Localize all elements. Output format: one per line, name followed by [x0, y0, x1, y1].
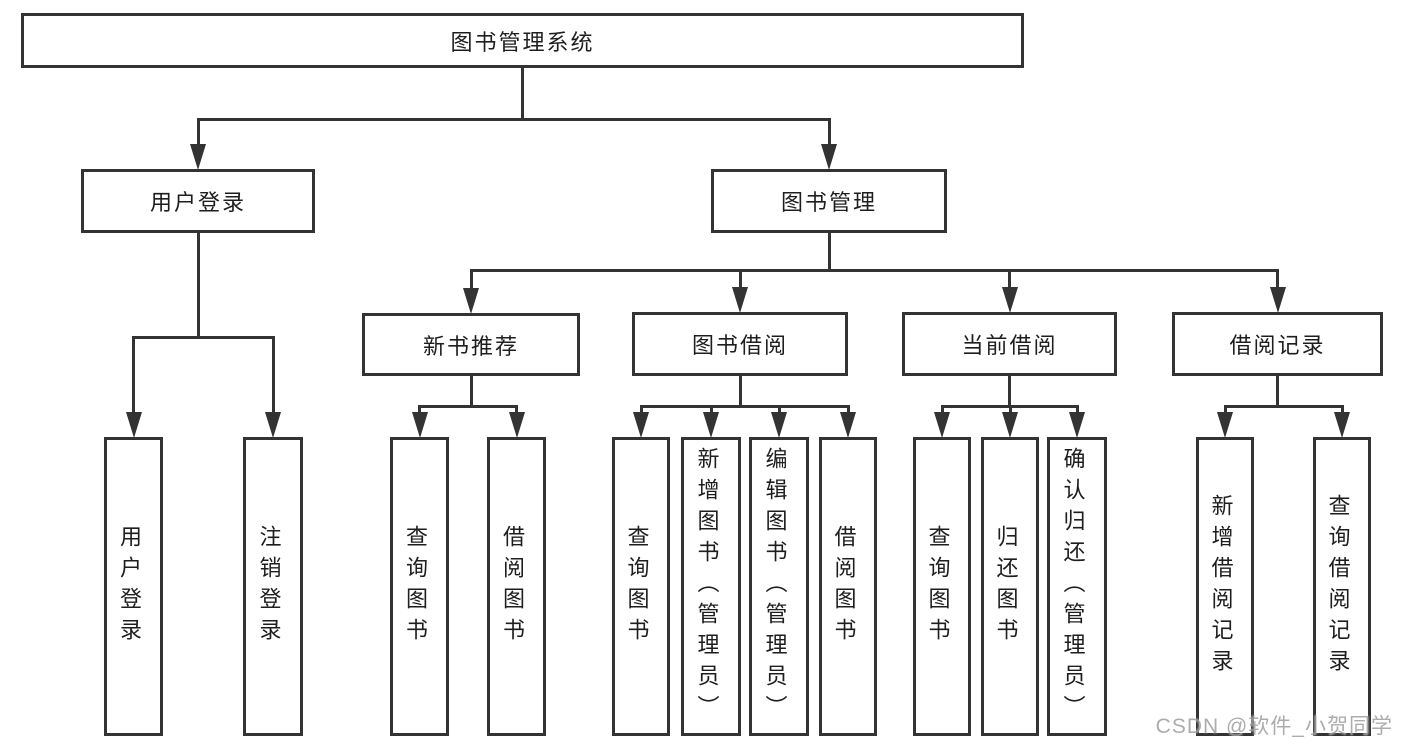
node-login-op: 用户登录: [104, 437, 163, 736]
connector-drop: [709, 406, 713, 415]
node-label-root: 图书管理系统: [450, 29, 595, 55]
connector-drop: [1276, 270, 1279, 290]
node-br-query: 查询借阅记录: [1313, 437, 1371, 736]
connector-arrowhead: [732, 287, 748, 313]
node-book-mgmt: 图书管理: [711, 169, 947, 233]
connector-drop: [515, 406, 518, 415]
node-bb-edit: 编辑图书（管理员）: [749, 437, 809, 736]
node-label-login-op: 用户登录: [117, 524, 142, 649]
node-root: 图书管理系统: [21, 13, 1024, 68]
connector-bus: [469, 268, 1279, 272]
node-bb-add: 新增图书（管理员）: [681, 437, 741, 736]
node-logout-op: 注销登录: [243, 437, 303, 736]
connector-drop: [1008, 406, 1012, 415]
connector-drop: [1008, 270, 1011, 290]
node-label-borrow-records: 借阅记录: [1229, 333, 1326, 358]
connector-arrowhead: [1217, 412, 1233, 438]
connector-drop: [639, 406, 643, 415]
connector-arrowhead: [771, 412, 787, 438]
node-user-login: 用户登录: [81, 169, 315, 233]
connector-bus: [1223, 404, 1344, 408]
connector-stem: [738, 376, 742, 406]
node-label-book-mgmt: 图书管理: [780, 190, 877, 215]
node-label-bb-borrow: 借阅图书: [831, 524, 857, 649]
connector-drop: [132, 337, 135, 415]
node-nb-query: 查询图书: [390, 437, 449, 736]
node-label-bb-add: 新增图书（管理员）: [694, 447, 720, 726]
connector-arrowhead: [463, 288, 479, 314]
node-label-bb-query: 查询图书: [624, 524, 650, 649]
connector-bus: [196, 117, 831, 121]
connector-stem: [1008, 376, 1011, 406]
connector-drop: [1340, 406, 1344, 415]
connector-stem: [1276, 376, 1279, 406]
node-label-cb-confirm: 确认归还（管理员）: [1060, 447, 1086, 726]
connector-arrowhead: [821, 144, 837, 170]
node-nb-borrow: 借阅图书: [487, 437, 546, 736]
node-cb-query: 查询图书: [913, 437, 971, 736]
connector-drop: [940, 406, 944, 415]
node-bb-query: 查询图书: [612, 437, 670, 736]
connector-arrowhead: [840, 412, 856, 438]
connector-drop: [418, 406, 421, 415]
connector-arrowhead: [190, 144, 206, 170]
node-label-book-borrow: 图书借阅: [691, 333, 788, 358]
connector-stem: [827, 233, 831, 270]
node-book-borrow: 图书借阅: [632, 312, 848, 376]
connector-arrowhead: [508, 412, 525, 438]
connector-drop: [1075, 406, 1079, 415]
connector-stem: [521, 68, 524, 119]
connector-arrowhead: [934, 412, 950, 438]
connector-arrowhead: [703, 412, 719, 438]
connector-arrowhead: [1002, 412, 1018, 438]
connector-drop: [469, 270, 473, 291]
node-label-current-borrow: 当前借阅: [961, 333, 1058, 358]
connector-drop: [738, 270, 742, 290]
connector-arrowhead: [411, 412, 428, 438]
connector-bus: [132, 335, 275, 339]
node-label-logout-op: 注销登录: [256, 524, 282, 649]
connector-drop: [777, 406, 781, 415]
connector-stem: [469, 376, 473, 406]
node-current-borrow: 当前借阅: [902, 312, 1117, 376]
connector-drop: [196, 119, 200, 147]
connector-arrowhead: [1069, 412, 1085, 438]
node-cb-confirm: 确认归还（管理员）: [1047, 437, 1107, 736]
node-label-bb-edit: 编辑图书（管理员）: [762, 447, 788, 726]
node-new-book-rec: 新书推荐: [362, 313, 580, 376]
node-label-nb-borrow: 借阅图书: [500, 524, 525, 649]
node-label-br-query: 查询借阅记录: [1325, 493, 1351, 680]
watermark: CSDN @软件_小贺同学: [1155, 715, 1393, 738]
connector-drop: [271, 337, 275, 415]
connector-arrowhead: [1001, 287, 1018, 313]
node-bb-borrow: 借阅图书: [819, 437, 877, 736]
connector-arrowhead: [1334, 412, 1350, 438]
connector-arrowhead: [265, 412, 281, 438]
connector-bus: [639, 404, 850, 408]
node-label-nb-query: 查询图书: [403, 524, 428, 649]
connector-arrowhead: [633, 412, 649, 438]
node-label-user-login: 用户登录: [149, 190, 246, 215]
node-br-add: 新增借阅记录: [1196, 437, 1254, 736]
connector-drop: [1223, 406, 1227, 415]
node-label-new-book-rec: 新书推荐: [422, 333, 519, 359]
node-label-cb-return: 归还图书: [993, 524, 1019, 649]
node-cb-return: 归还图书: [981, 437, 1039, 736]
connector-drop: [827, 119, 831, 147]
connector-bus: [418, 404, 518, 408]
node-borrow-records: 借阅记录: [1172, 312, 1383, 376]
node-label-cb-query: 查询图书: [925, 524, 951, 649]
connector-arrowhead: [1269, 287, 1286, 313]
connector-arrowhead: [125, 412, 142, 438]
connector-drop: [846, 406, 850, 415]
connector-stem: [196, 233, 200, 337]
node-label-br-add: 新增借阅记录: [1208, 493, 1234, 680]
